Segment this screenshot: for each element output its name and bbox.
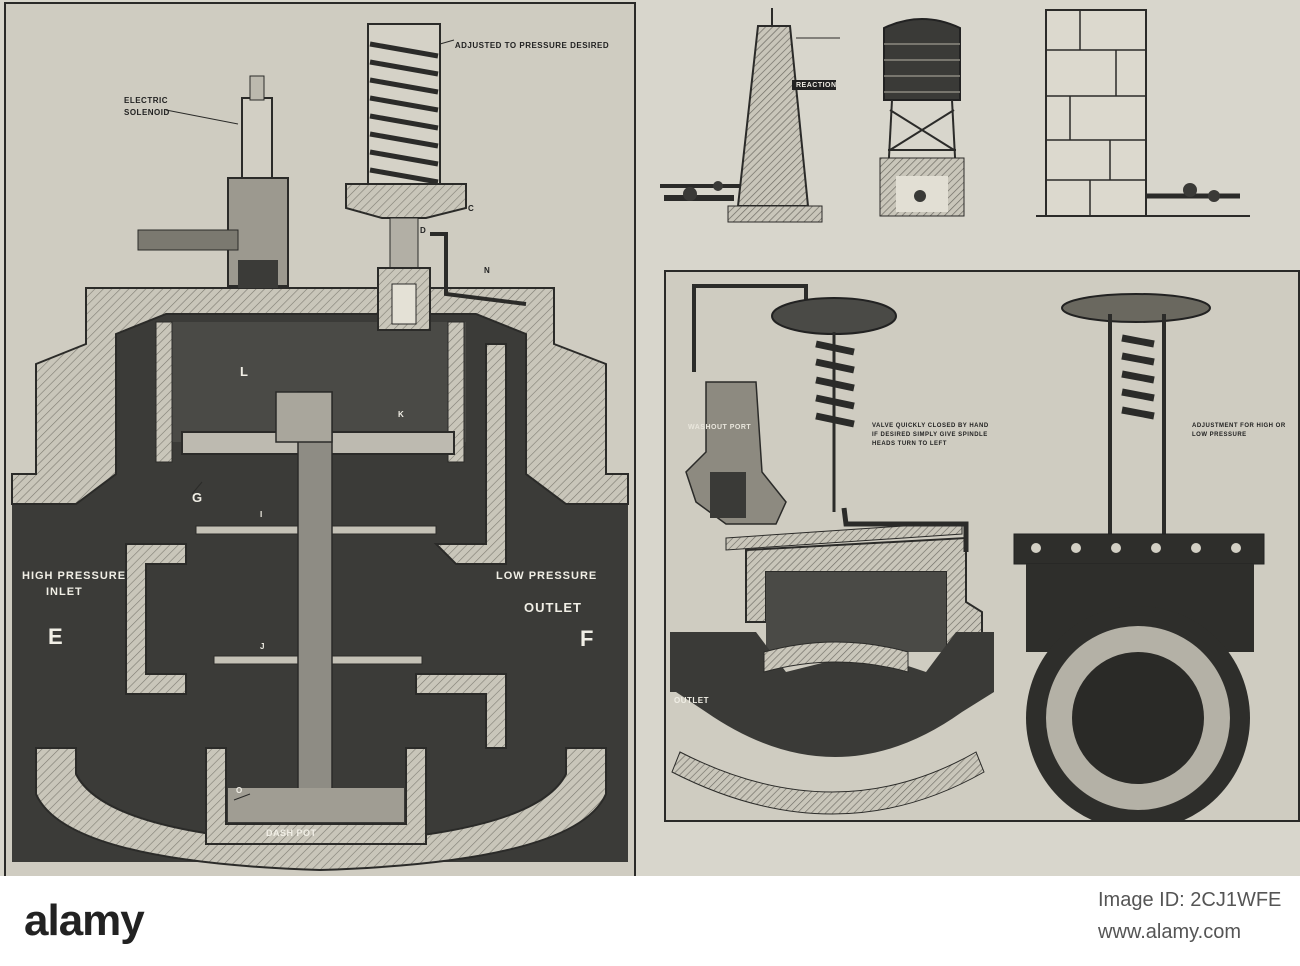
- letter-g: G: [192, 490, 204, 505]
- installation-sketches: [660, 8, 1250, 223]
- left-valve-diagram: ADJUSTED TO PRESSURE DESIRED ELECTRIC SO…: [4, 2, 636, 878]
- outlet-label: OUTLET: [524, 600, 582, 615]
- letter-j: J: [260, 642, 265, 651]
- standpipe-sketch: [660, 8, 840, 223]
- right-valve-diagram: WASHOUT PORT VALVE QUICKLY CLOSED BY HAN…: [664, 270, 1300, 822]
- low-pressure-label: LOW PRESSURE: [496, 570, 598, 582]
- letter-i: I: [260, 510, 263, 519]
- electric-label: ELECTRIC: [124, 96, 168, 105]
- adjustment-label: ADJUSTMENT FOR HIGH OR LOW PRESSURE: [1192, 423, 1286, 438]
- letter-d: D: [420, 226, 427, 235]
- inlet-label: INLET: [46, 586, 83, 598]
- high-pressure-label: HIGH PRESSURE: [22, 570, 127, 582]
- watermark-bar: [0, 876, 1300, 966]
- letter-e: E: [48, 624, 64, 649]
- letter-n: N: [484, 266, 491, 275]
- adjusted-to-pressure-label: ADJUSTED TO PRESSURE DESIRED: [454, 41, 610, 50]
- brick-wall-sketch: [1036, 9, 1250, 217]
- letter-k: K: [398, 410, 405, 419]
- dash-pot-label: DASH POT: [266, 828, 317, 838]
- letter-c: C: [468, 204, 475, 213]
- reaction-label: REACTION: [796, 82, 837, 89]
- washout-port-label: WASHOUT PORT: [688, 424, 752, 431]
- letter-o: O: [236, 786, 243, 795]
- alamy-logo: alamy: [24, 896, 145, 945]
- valve-note-label: VALVE QUICKLY CLOSED BY HAND IF DESIRED …: [872, 423, 989, 447]
- image-id-text: Image ID: 2CJ1WFE: [1098, 889, 1282, 911]
- water-tower-sketch: [879, 18, 965, 217]
- solenoid-label: SOLENOID: [124, 108, 170, 117]
- right-valve-drawing: [670, 284, 1265, 820]
- letter-f: F: [580, 626, 595, 651]
- source-url-text: www.alamy.com: [1098, 921, 1241, 943]
- letter-l: L: [240, 364, 249, 379]
- left-valve-drawing: [11, 23, 629, 872]
- right-outlet-label: OUTLET: [674, 696, 709, 705]
